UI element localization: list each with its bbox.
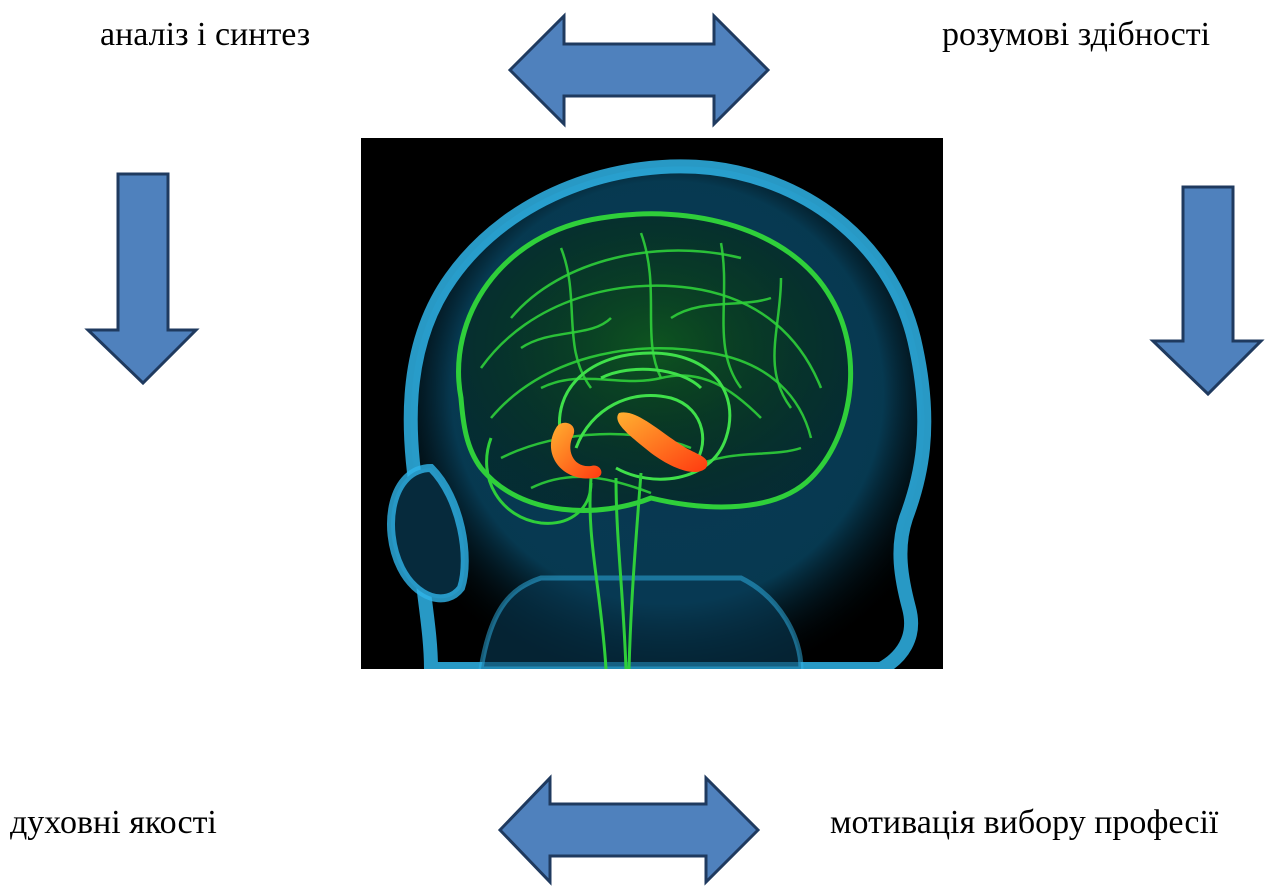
double-arrow-bottom-shape [497, 774, 761, 886]
brain-illustration-icon [387, 159, 932, 669]
arrow-down-right-icon [1149, 185, 1265, 397]
highlight-right [617, 412, 708, 473]
brain-image [361, 138, 943, 669]
ear-shape [387, 463, 469, 603]
limbic-loops [558, 351, 732, 481]
brain-stem [588, 472, 643, 669]
label-analysis-synthesis: аналіз і синтез [100, 16, 311, 53]
double-arrow-top-icon [507, 12, 771, 128]
label-career-motivation: мотивація вибору професії [830, 804, 1219, 841]
label-spiritual-qualities: духовні якості [10, 804, 217, 841]
highlight-left [550, 422, 602, 479]
double-arrow-top-shape [507, 12, 771, 128]
double-arrow-bottom-icon [497, 774, 761, 886]
arrow-down-left-shape [84, 172, 200, 386]
cerebellum [485, 437, 593, 525]
label-mental-abilities: розумові здібності [942, 16, 1211, 53]
arrow-down-left-icon [84, 172, 200, 386]
neck-shape [478, 575, 804, 669]
arrow-down-right-shape [1149, 185, 1265, 397]
